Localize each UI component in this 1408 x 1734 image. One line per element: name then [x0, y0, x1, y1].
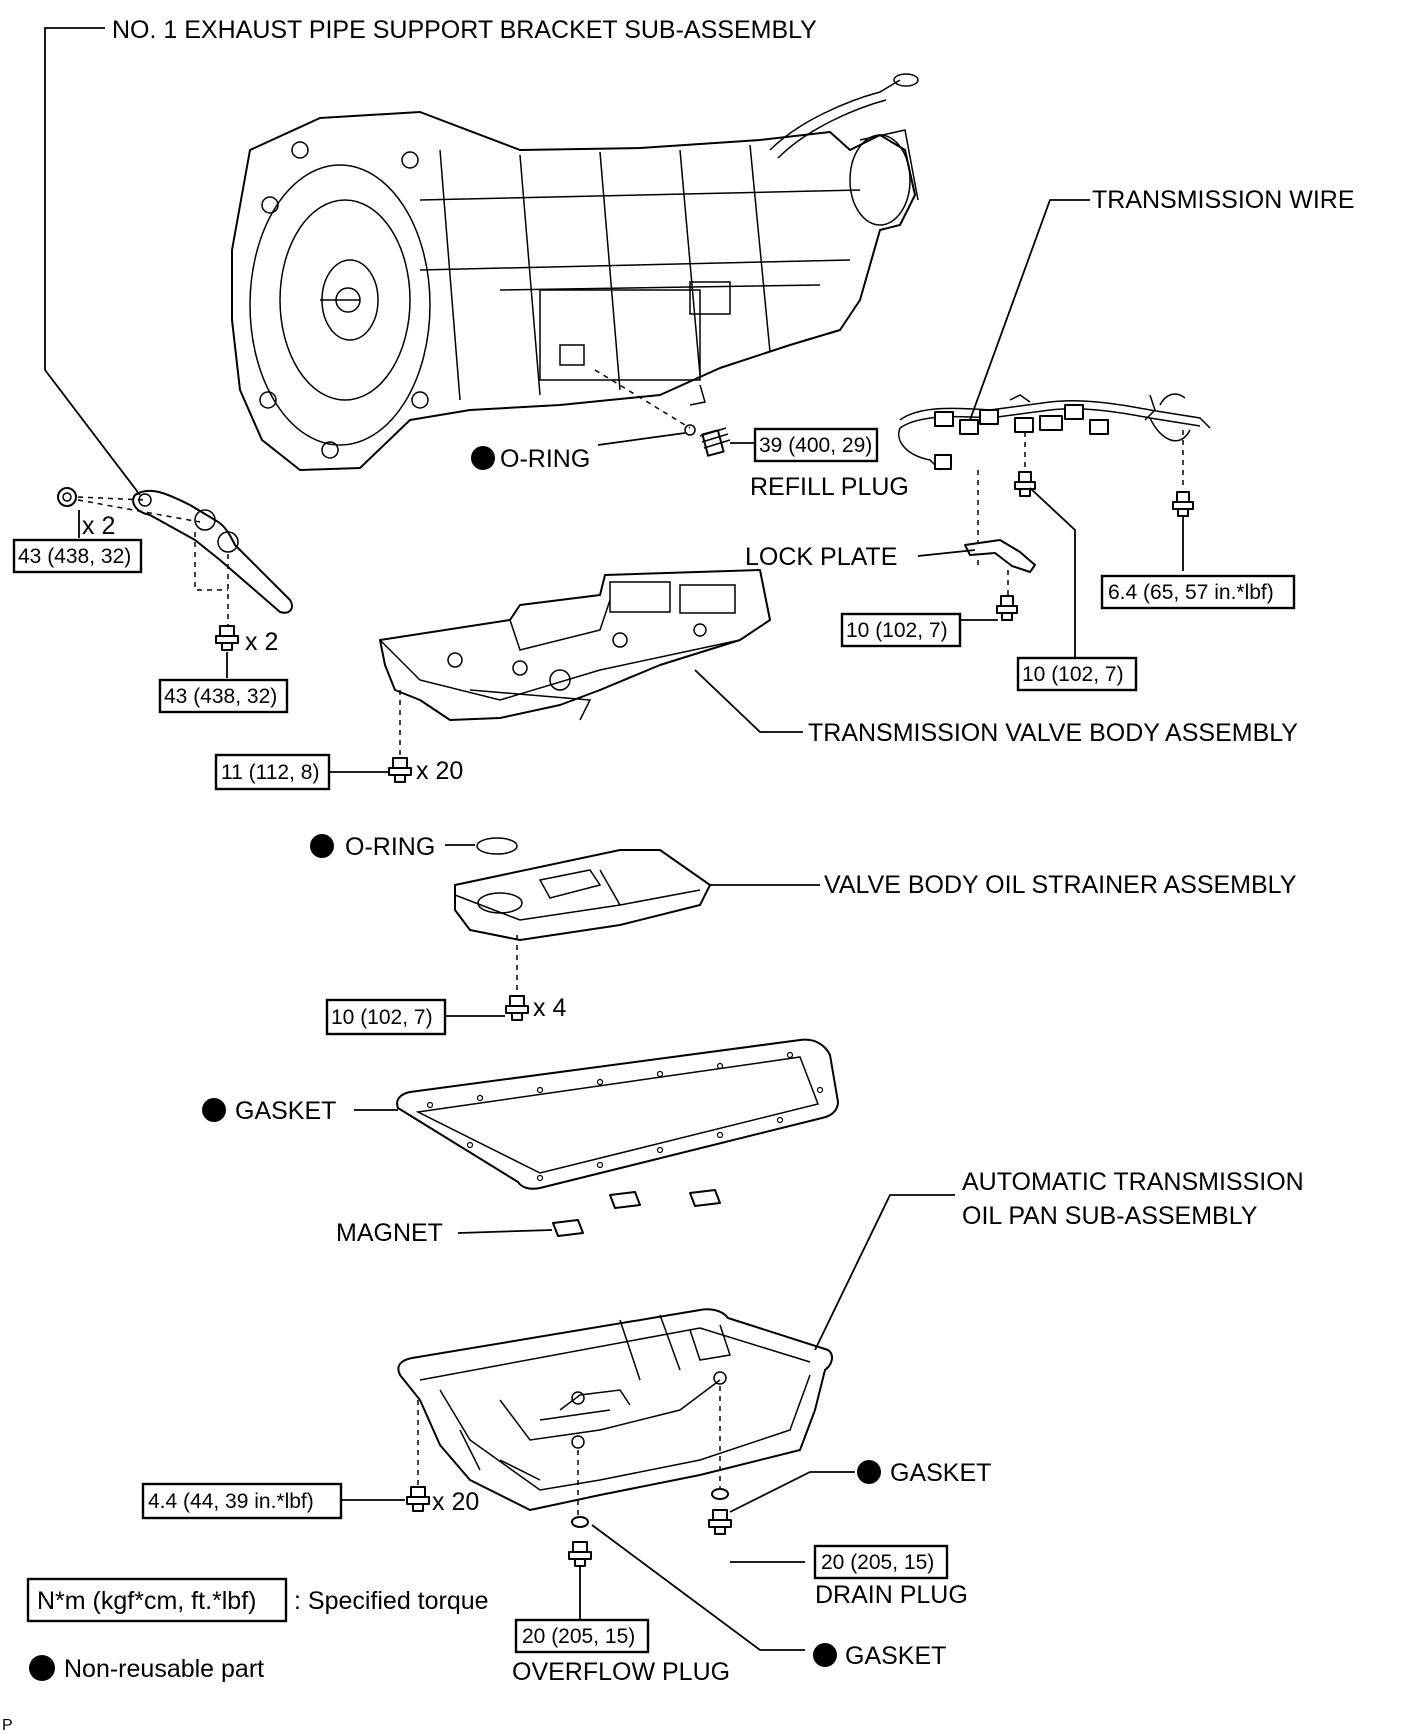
- nonreusable-icon: [471, 446, 495, 470]
- torque-specs: 43 (438, 32) x 2 43 (438, 32) x 2 39 (40…: [12, 427, 1296, 1654]
- nonreusable-icon: [857, 1460, 881, 1484]
- label-oil-pan-line1: AUTOMATIC TRANSMISSION: [962, 1168, 1304, 1196]
- label-o-ring-top: O-RING: [500, 445, 590, 473]
- torque-lock-plate-bolt: 10 (102, 7): [846, 619, 948, 642]
- magnets-drawing: [552, 1189, 721, 1237]
- transmission-wire-drawing: [898, 393, 1211, 621]
- torque-oil-pan-bolt: 4.4 (44, 39 in.*lbf): [148, 1490, 314, 1513]
- label-oil-strainer: VALVE BODY OIL STRAINER ASSEMBLY: [824, 871, 1297, 899]
- transmission-assembly-drawing: [231, 73, 919, 471]
- nonreusable-icon: [813, 1643, 837, 1667]
- leader-lines: [44, 27, 1184, 1651]
- legend-torque-format: N*m (kgf*cm, ft.*lbf): [37, 1587, 256, 1615]
- legend: N*m (kgf*cm, ft.*lbf) : Specified torque…: [26, 1577, 489, 1683]
- torque-refill-plug: 39 (400, 29): [759, 434, 872, 457]
- torque-wire-bolt-mid: 10 (102, 7): [1022, 663, 1124, 686]
- exhaust-bracket-drawing: [57, 487, 293, 651]
- legend-torque-text: : Specified torque: [294, 1587, 489, 1615]
- qty-oil-pan-bolt: x 20: [432, 1488, 479, 1516]
- qty-bracket-nut: x 2: [82, 512, 115, 540]
- torque-wire-bolt-right: 6.4 (65, 57 in.*lbf): [1108, 581, 1274, 604]
- torque-drain-plug: 20 (205, 15): [821, 1551, 934, 1574]
- qty-bracket-bolt: x 2: [245, 628, 278, 656]
- label-refill-plug: REFILL PLUG: [750, 473, 909, 501]
- torque-bracket-bolt: 43 (438, 32): [164, 685, 277, 708]
- nonreusable-icon: [202, 1098, 226, 1122]
- oil-strainer-drawing: [454, 837, 711, 1021]
- label-valve-body: TRANSMISSION VALVE BODY ASSEMBLY: [808, 719, 1298, 747]
- torque-overflow-plug: 20 (205, 15): [522, 1625, 635, 1648]
- torque-strainer-bolt: 10 (102, 7): [331, 1006, 433, 1029]
- label-gasket-drain: GASKET: [890, 1459, 991, 1487]
- torque-valve-body-bolt: 11 (112, 8): [221, 761, 319, 784]
- label-drain-plug: DRAIN PLUG: [815, 1581, 968, 1609]
- pan-gasket-drawing: [396, 1038, 839, 1190]
- label-gasket-pan: GASKET: [235, 1097, 336, 1125]
- label-oil-pan-line2: OIL PAN SUB-ASSEMBLY: [962, 1202, 1258, 1230]
- label-o-ring-strainer: O-RING: [345, 833, 435, 861]
- valve-body-drawing: [379, 569, 771, 783]
- nonreusable-icon: [29, 1655, 55, 1681]
- refill-plug-drawing: [594, 369, 731, 457]
- qty-valve-body-bolt: x 20: [416, 757, 463, 785]
- label-magnet: MAGNET: [336, 1219, 443, 1247]
- label-lock-plate: LOCK PLATE: [745, 543, 897, 571]
- label-overflow-plug: OVERFLOW PLUG: [512, 1658, 730, 1686]
- oil-pan-drawing: [397, 1308, 833, 1567]
- torque-bracket-nut: 43 (438, 32): [18, 545, 131, 568]
- label-transmission-wire: TRANSMISSION WIRE: [1092, 186, 1355, 214]
- part-labels: NO. 1 EXHAUST PIPE SUPPORT BRACKET SUB-A…: [112, 16, 1355, 1686]
- label-exhaust-bracket: NO. 1 EXHAUST PIPE SUPPORT BRACKET SUB-A…: [112, 16, 817, 44]
- corner-mark: P: [2, 1717, 13, 1734]
- qty-strainer-bolt: x 4: [533, 994, 566, 1022]
- nonreusable-icon: [310, 834, 334, 858]
- legend-nonreusable-text: Non-reusable part: [64, 1655, 264, 1683]
- label-gasket-overflow: GASKET: [845, 1642, 946, 1670]
